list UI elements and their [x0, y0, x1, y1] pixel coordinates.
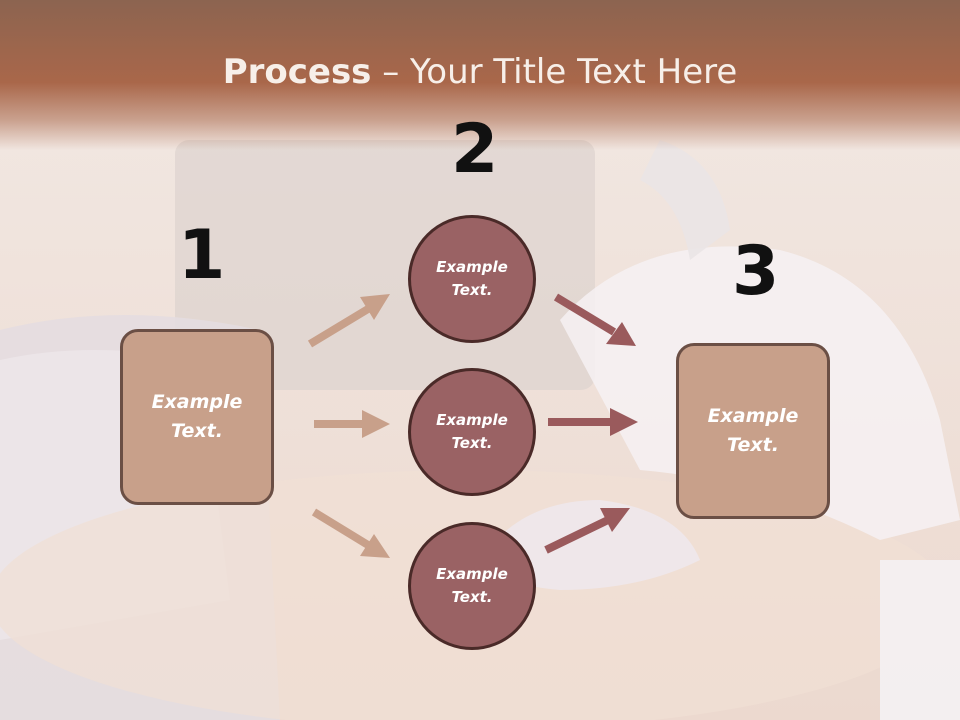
- left-box: Example Text.: [120, 329, 274, 505]
- title-rest: – Your Title Text Here: [371, 52, 738, 92]
- right-box: Example Text.: [676, 343, 830, 519]
- circle-middle-line1: Example: [436, 411, 508, 429]
- circle-top-line1: Example: [436, 258, 508, 276]
- circle-bottom: Example Text.: [408, 522, 536, 650]
- step-number-2: 2: [451, 110, 499, 189]
- title-bold: Process: [222, 52, 372, 92]
- left-box-line2: Text.: [171, 420, 223, 442]
- slide-title: Process – Your Title Text Here: [0, 52, 960, 92]
- circle-middle: Example Text.: [408, 368, 536, 496]
- circle-top-line2: Text.: [451, 281, 493, 299]
- circle-bottom-line2: Text.: [451, 588, 493, 606]
- step-number-1: 1: [178, 216, 226, 295]
- right-box-line1: Example: [707, 405, 799, 427]
- title-bar: [0, 0, 960, 150]
- circle-bottom-line1: Example: [436, 565, 508, 583]
- right-box-text: Example Text.: [708, 402, 799, 460]
- circle-top: Example Text.: [408, 215, 536, 343]
- left-box-text: Example Text.: [152, 388, 243, 446]
- left-box-line1: Example: [151, 391, 243, 413]
- step-number-3: 3: [732, 232, 780, 311]
- right-box-line2: Text.: [727, 434, 779, 456]
- circle-middle-line2: Text.: [451, 434, 493, 452]
